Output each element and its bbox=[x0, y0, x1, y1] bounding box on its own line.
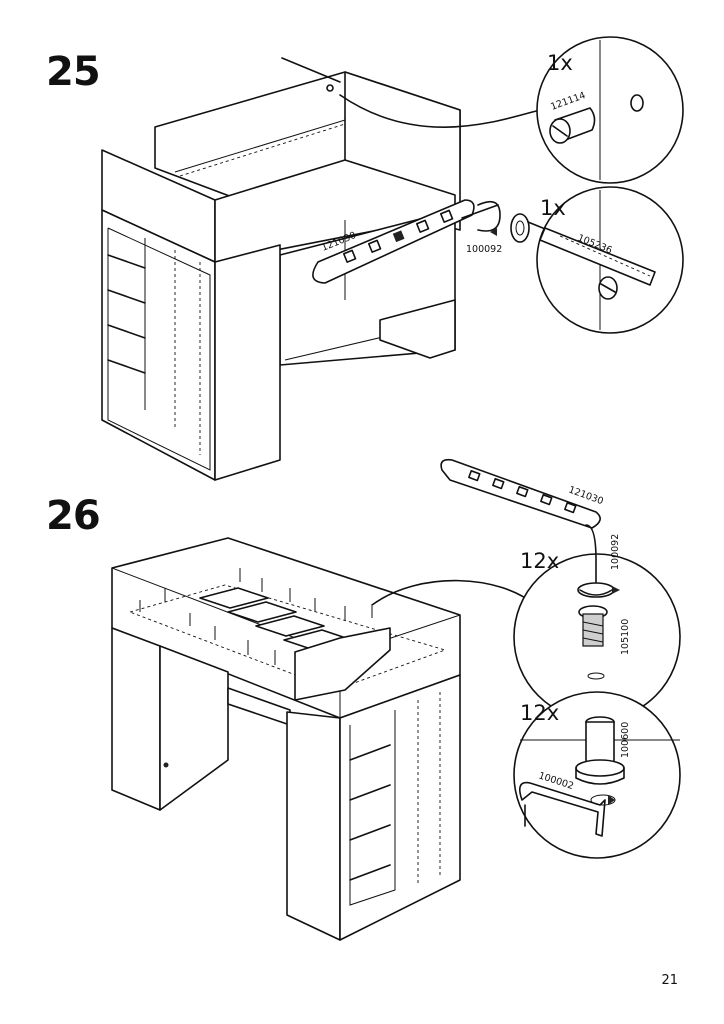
screws-row bbox=[139, 568, 373, 665]
callout-3-quantity: 12x bbox=[520, 549, 559, 573]
callout-4-quantity: 12x bbox=[520, 701, 559, 725]
callout-3-part-a: 100092 bbox=[610, 534, 621, 570]
step-25-furniture bbox=[101, 57, 541, 481]
step-25-callout-1: 1x 121114 bbox=[536, 36, 684, 184]
page-number: 21 bbox=[661, 973, 678, 988]
callout-3-part-b: 105100 bbox=[620, 619, 631, 655]
callout-1-quantity: 1x bbox=[547, 51, 573, 75]
callout-4-part-a: 100600 bbox=[620, 722, 631, 758]
step-26-number: 26 bbox=[46, 493, 101, 539]
step-25-number: 25 bbox=[46, 49, 101, 95]
callout-2-quantity: 1x bbox=[540, 196, 566, 220]
label-100092: 100092 bbox=[466, 244, 502, 255]
step-25-callout-2: 1x 105236 bbox=[536, 186, 684, 334]
step-26-callout-1: 12x 100092 105100 bbox=[513, 524, 681, 721]
step-26-furniture bbox=[111, 537, 536, 941]
step-26-callout-2: 12x 100600 100002 bbox=[513, 691, 681, 859]
step-26-connector: 121030 bbox=[440, 458, 605, 529]
